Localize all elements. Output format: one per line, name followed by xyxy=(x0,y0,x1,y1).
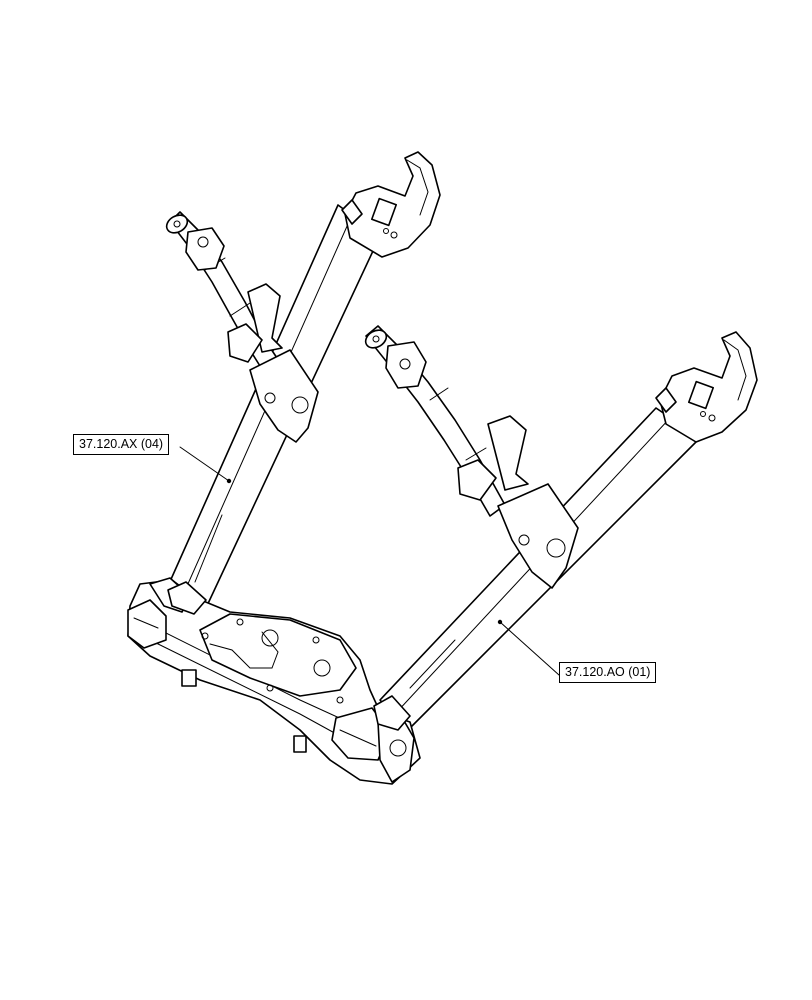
leader-dot-left xyxy=(226,478,232,484)
cross-beam xyxy=(127,577,421,785)
leader-line-right xyxy=(499,621,560,676)
right-lower-link xyxy=(364,325,758,731)
leader-line-left xyxy=(179,446,230,482)
callout-label-left[interactable]: 37.120.AX (04) xyxy=(73,434,170,455)
left-lower-link xyxy=(165,151,441,611)
callout-label-right[interactable]: 37.120.AO (01) xyxy=(559,662,657,683)
leader-dot-right xyxy=(497,619,503,625)
